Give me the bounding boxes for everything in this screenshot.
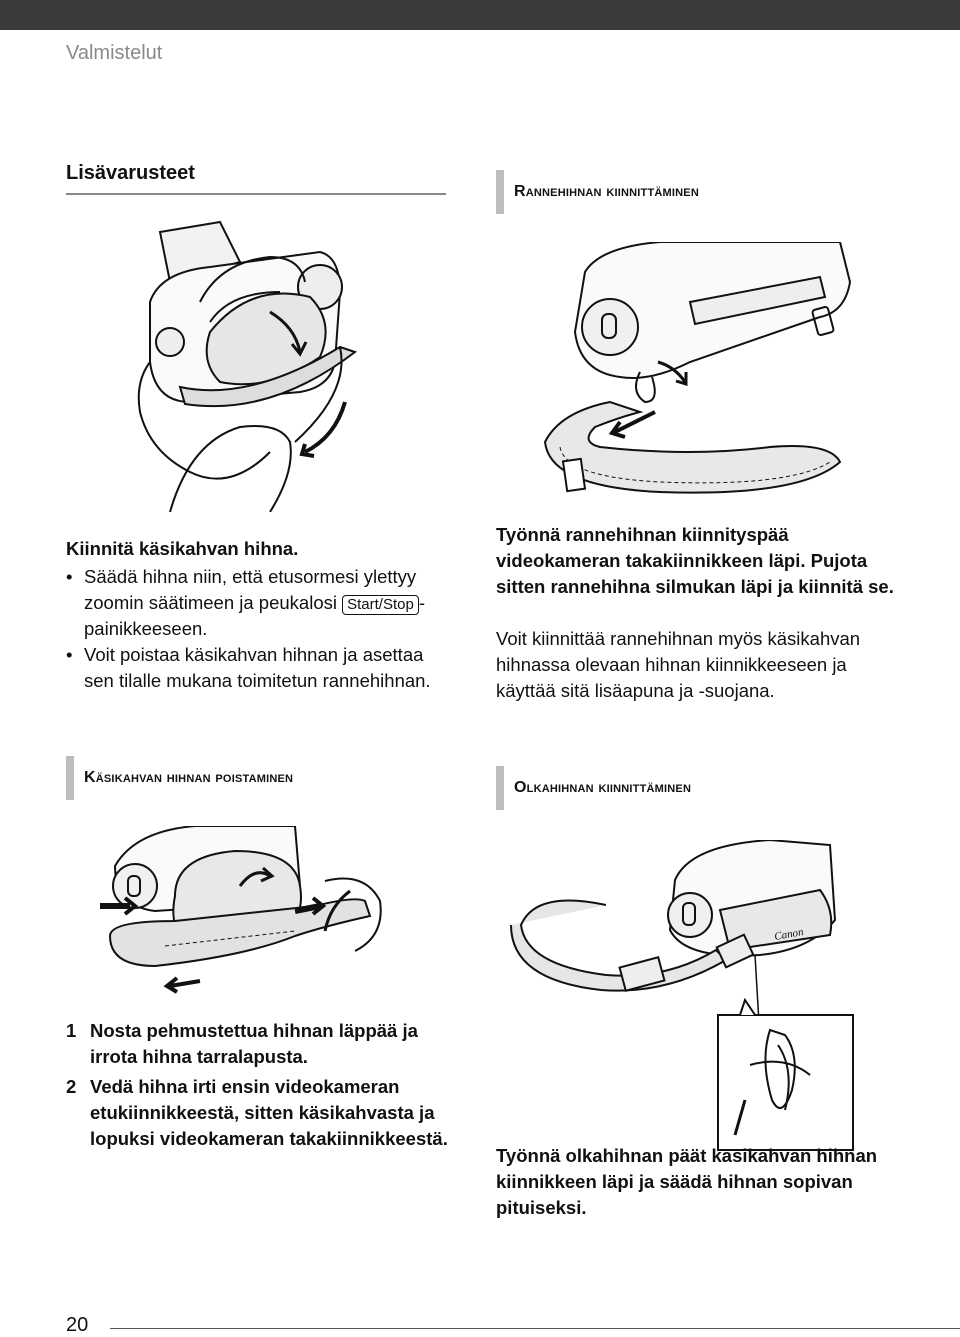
subheading-shoulder-strap: Olkahihnan kiinnittäminen bbox=[496, 766, 691, 810]
step-number: 2 bbox=[66, 1076, 77, 1097]
start-stop-key: Start/Stop bbox=[342, 595, 419, 615]
step-item: 1 Nosta pehmustettua hihnan läppää ja ir… bbox=[66, 1018, 466, 1070]
bullet-item: Säädä hihna niin, että etusormesi yletty… bbox=[66, 564, 456, 642]
subheading-bar bbox=[66, 756, 74, 800]
wrist-note: Voit kiinnittää rannehihnan myös käsikah… bbox=[496, 628, 861, 701]
section-rule bbox=[66, 193, 446, 195]
subheading-bar bbox=[496, 170, 504, 214]
page-number: 20 bbox=[66, 1314, 89, 1336]
shoulder-instruction: Työnnä olkahihnan päät käsikahvan hihnan… bbox=[496, 1145, 878, 1218]
step-title-grip: Kiinnitä käsikahvan hihna. bbox=[66, 538, 299, 559]
step-text: Vedä hihna irti ensin videokameran etuki… bbox=[90, 1076, 448, 1149]
wrist-strap-illustration bbox=[540, 242, 860, 502]
chapter-title: Valmistelut bbox=[66, 42, 163, 64]
subheading-wrist-strap: Rannehihnan kiinnittäminen bbox=[496, 170, 699, 214]
wrist-instruction: Työnnä rannehihnan kiinnityspää videokam… bbox=[496, 524, 894, 597]
step-text: Nosta pehmustettua hihnan läppää ja irro… bbox=[90, 1020, 418, 1067]
section-title: Lisävarusteet bbox=[66, 162, 195, 184]
grip-belt-illustration bbox=[130, 212, 370, 512]
subheading-bar bbox=[496, 766, 504, 810]
subheading-text: Olkahihnan kiinnittäminen bbox=[514, 779, 692, 796]
subheading-text: Rannehihnan kiinnittäminen bbox=[514, 183, 699, 200]
camera-brand-label: Canon bbox=[773, 926, 804, 943]
step-number: 1 bbox=[66, 1020, 77, 1041]
subheading-grip-removal: Käsikahvan hihnan poistaminen bbox=[66, 756, 293, 800]
footer-rule bbox=[110, 1328, 960, 1329]
removal-steps: 1 Nosta pehmustettua hihnan läppää ja ir… bbox=[66, 1018, 466, 1152]
bullet-text: Voit poistaa käsikahvan hihnan ja asetta… bbox=[84, 644, 431, 691]
grip-removal-illustration bbox=[95, 826, 395, 996]
bullet-text-after: -painikkeeseen. bbox=[84, 592, 425, 639]
subheading-text: Käsikahvan hihnan poistaminen bbox=[84, 769, 294, 786]
bullet-item: Voit poistaa käsikahvan hihnan ja asetta… bbox=[66, 642, 456, 694]
step-item: 2 Vedä hihna irti ensin videokameran etu… bbox=[66, 1074, 466, 1152]
top-bar bbox=[0, 0, 960, 30]
shoulder-strap-illustration: Canon bbox=[510, 840, 860, 1160]
bullet-text-before: Säädä hihna niin, että etusormesi yletty… bbox=[84, 566, 417, 613]
grip-bullets: Säädä hihna niin, että etusormesi yletty… bbox=[66, 564, 456, 694]
